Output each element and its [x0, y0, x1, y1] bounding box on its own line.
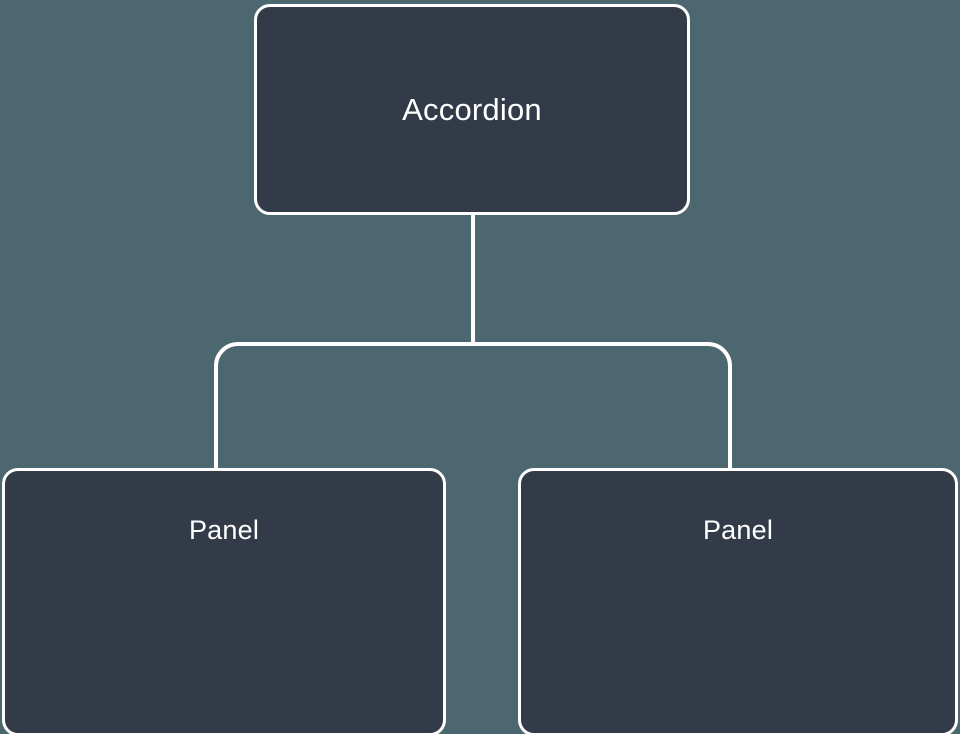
connector-branch-right: [473, 342, 732, 470]
node-title-panel-inactive: Panel: [702, 515, 774, 545]
connector-branch-left: [214, 342, 473, 470]
node-title-accordion: Accordion: [402, 91, 542, 127]
node-card-panel-inactive[interactable]: Panel isActive false: [518, 468, 958, 734]
node-title-panel-active: Panel: [188, 515, 260, 545]
node-card-panel-active[interactable]: Panel isActive true: [2, 468, 446, 734]
node-card-accordion[interactable]: Accordion: [254, 4, 690, 215]
